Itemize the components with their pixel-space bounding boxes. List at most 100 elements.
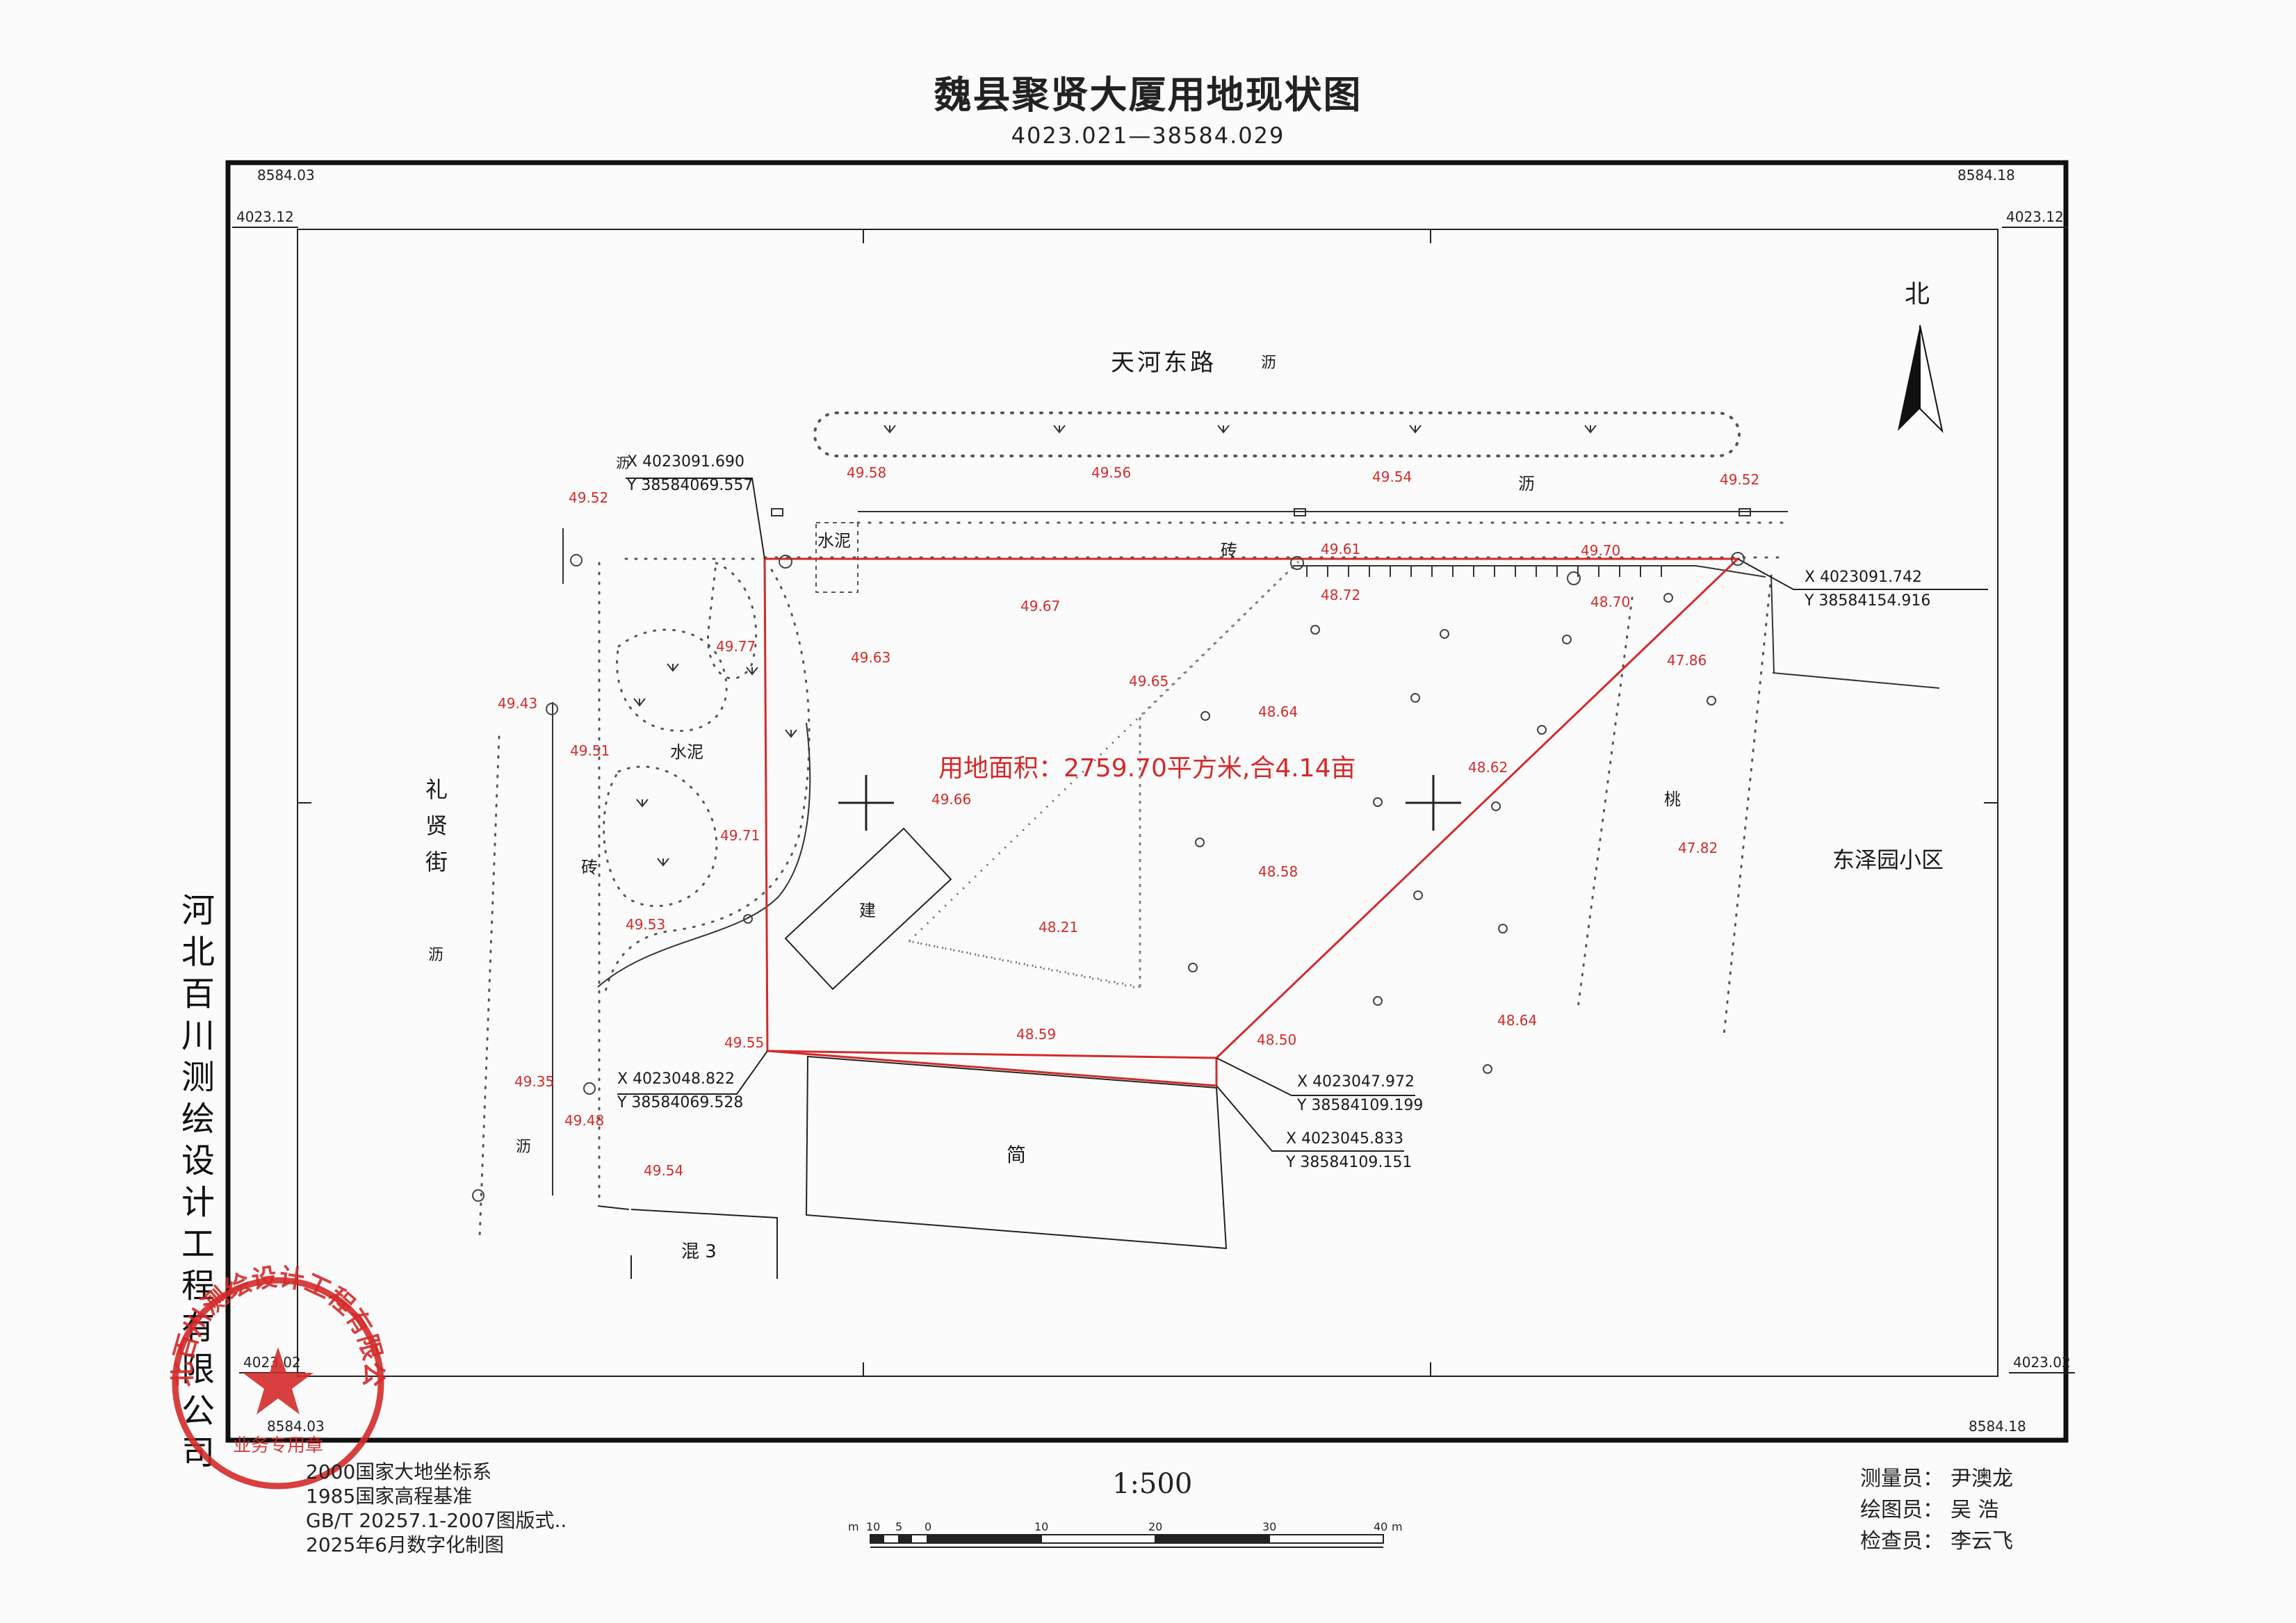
elev-19: 49.66 <box>931 791 972 808</box>
company-char: 计 <box>181 1183 215 1222</box>
asphalt-label-3: 沥 <box>616 455 630 471</box>
elev-26: 48.59 <box>1016 1026 1057 1043</box>
elev-11: 49.77 <box>716 638 756 655</box>
grass-symbols <box>884 425 1597 434</box>
simple-building-outline <box>805 1055 1228 1250</box>
svg-text:0: 0 <box>925 1520 931 1533</box>
grid-ticks <box>298 229 1998 1376</box>
elev-4: 49.52 <box>1720 471 1760 488</box>
coord-se1-y: Y 38584109.199 <box>1297 1097 1424 1114</box>
elev-20: 49.71 <box>720 827 760 844</box>
grid-y-top-right: 4023.12 <box>2002 207 2068 228</box>
coord-se-1: X 4023047.972 Y 38584109.199 <box>1297 1070 1423 1118</box>
coord-ne: X 4023091.742 Y 38584154.916 <box>1805 566 1930 613</box>
asphalt-label-2: 沥 <box>1518 474 1535 494</box>
company-char: 北 <box>181 933 215 972</box>
company-char: 限 <box>181 1350 215 1389</box>
elev-9: 48.72 <box>1321 587 1361 603</box>
grid-x-bottom-right: 8584.18 <box>1969 1418 2026 1435</box>
svg-text:m: m <box>1392 1520 1403 1533</box>
elev-25: 48.64 <box>1497 1012 1538 1029</box>
coord-ne-y: Y 38584154.916 <box>1805 592 1931 610</box>
company-char: 程 <box>181 1266 215 1305</box>
brick-label-2: 砖 <box>581 858 598 877</box>
coord-sw: X 4023048.822 Y 38584069.528 <box>617 1068 743 1115</box>
elev-3: 49.54 <box>1372 468 1412 485</box>
building-outline <box>784 827 952 990</box>
concrete-building-label: 混 3 <box>681 1241 717 1262</box>
map-title: 魏县聚贤大厦用地现状图 <box>934 73 1362 117</box>
company-name-vertical: 河 北 百 川 测 绘 设 计 工 程 有 限 公 司 <box>179 890 217 1474</box>
svg-text:5: 5 <box>895 1520 902 1533</box>
grid-x-top-left: 8584.03 <box>257 167 315 183</box>
coord-sw-y: Y 38584069.528 <box>617 1094 744 1111</box>
legend-crs: 2000国家大地坐标系 <box>306 1460 492 1483</box>
company-char: 工 <box>181 1225 215 1264</box>
grid-y-bottom-right: 4023.02 <box>2009 1353 2075 1373</box>
elev-23: 48.21 <box>1039 919 1079 936</box>
elev-12: 49.63 <box>851 649 891 666</box>
cement-label-2: 水泥 <box>670 742 703 762</box>
coord-sw-x: X 4023048.822 <box>617 1070 735 1088</box>
asphalt-label-1: 沥 <box>1261 354 1277 372</box>
road-west-label: 礼贤街 <box>425 776 448 875</box>
surveyor-name: 尹澳龙 <box>1951 1467 2013 1491</box>
scale-ratio: 1:500 <box>1112 1468 1193 1500</box>
company-char: 河 <box>181 891 215 930</box>
elev-8: 49.67 <box>1020 598 1061 614</box>
elev-28: 49.55 <box>724 1034 765 1051</box>
coord-nw-x: X 4023091.690 <box>627 453 745 471</box>
area-east-label: 东泽园小区 <box>1832 847 1944 873</box>
coord-nw-y: Y 38584069.557 <box>627 477 754 494</box>
elev-1: 49.58 <box>847 464 887 481</box>
coord-ne-x: X 4023091.742 <box>1805 569 1923 586</box>
coord-se2-y: Y 38584109.151 <box>1286 1154 1412 1171</box>
elev-18: 48.62 <box>1468 759 1508 776</box>
tree-symbols <box>472 552 1745 1202</box>
company-char: 川 <box>181 1016 215 1055</box>
elev-31: 49.54 <box>644 1162 684 1179</box>
company-char: 百 <box>181 974 215 1013</box>
legend-elevation-datum: 1985国家高程基准 <box>306 1485 473 1508</box>
peach-label: 桃 <box>1664 790 1681 809</box>
garden-beds <box>603 561 811 995</box>
scale-unit-start: m <box>848 1520 859 1533</box>
wall-ticks <box>1306 566 1662 577</box>
road-median <box>813 411 1741 457</box>
elev-5: 49.52 <box>569 489 609 506</box>
building-label: 建 <box>859 901 876 920</box>
svg-text:40: 40 <box>1374 1520 1387 1533</box>
elev-7: 49.70 <box>1581 542 1621 559</box>
company-char: 设 <box>181 1141 215 1180</box>
road-north-label: 天河东路 <box>1111 349 1216 377</box>
elev-6: 49.61 <box>1321 541 1361 557</box>
area-note: 用地面积：2759.70平方米,合4.14亩 <box>938 754 1356 783</box>
svg-text:20: 20 <box>1148 1520 1162 1533</box>
outer-frame <box>225 160 2069 1443</box>
grid-x-top-right: 8584.18 <box>1957 167 2015 183</box>
svg-text:10: 10 <box>1034 1520 1048 1533</box>
grid-x-bottom-left: 8584.03 <box>267 1418 325 1435</box>
north-arrow-icon <box>1898 325 1944 434</box>
elev-17: 49.51 <box>570 742 610 759</box>
company-char: 绘 <box>181 1100 215 1139</box>
brick-label-1: 砖 <box>1221 541 1237 560</box>
elev-27: 48.50 <box>1257 1031 1297 1048</box>
elev-15: 48.64 <box>1258 703 1298 720</box>
elev-10: 48.70 <box>1590 594 1631 610</box>
elev-24: 49.53 <box>626 916 666 933</box>
checker-name: 李云飞 <box>1951 1529 2013 1553</box>
elev-30: 49.48 <box>564 1112 605 1129</box>
elev-16: 49.43 <box>498 695 538 712</box>
elev-14: 49.65 <box>1129 673 1169 690</box>
coord-se1-x: X 4023047.972 <box>1297 1073 1415 1091</box>
coord-nw: X 4023091.690 Y 38584069.557 <box>627 450 753 498</box>
coord-se-2: X 4023045.833 Y 38584109.151 <box>1286 1127 1412 1175</box>
svg-text:10: 10 <box>866 1520 880 1533</box>
staff-block: 测量员：尹澳龙 绘图员：吴 浩 检查员：李云飞 <box>1860 1463 2013 1557</box>
elev-21: 48.58 <box>1258 863 1298 880</box>
svg-text:业务专用章: 业务专用章 <box>233 1435 323 1456</box>
